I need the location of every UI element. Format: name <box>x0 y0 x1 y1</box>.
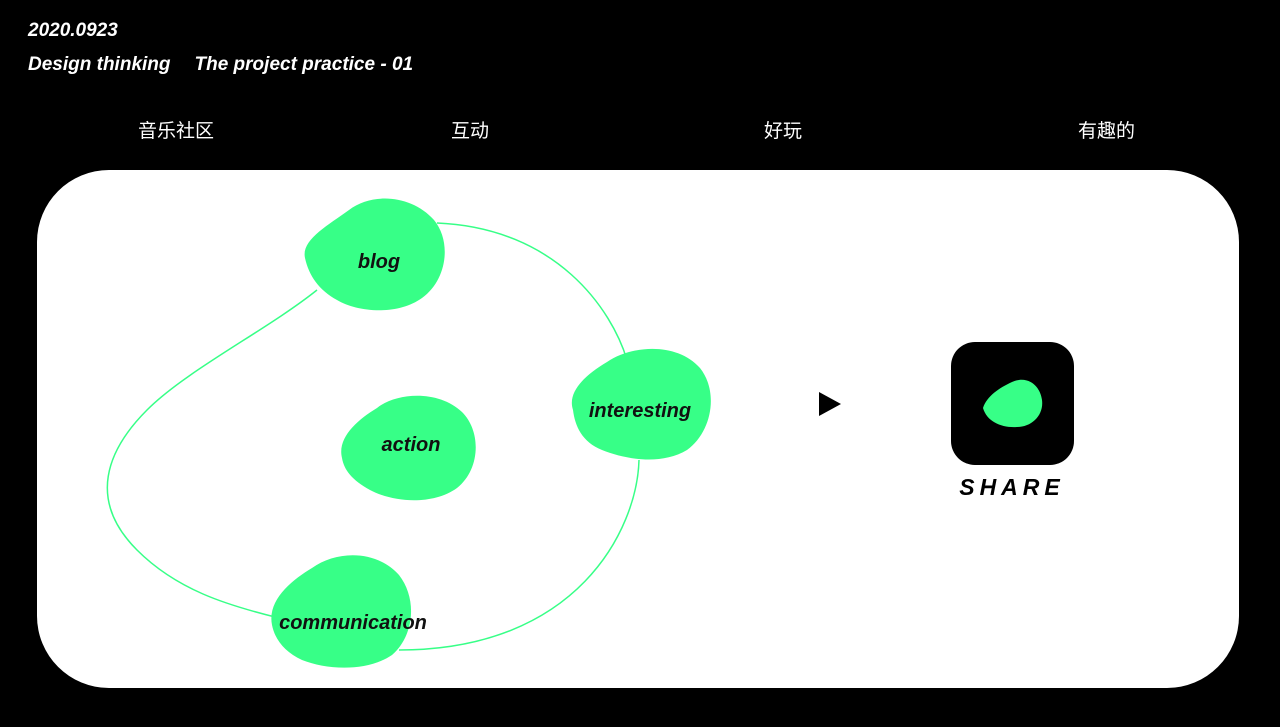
node-label-action: action <box>382 434 441 456</box>
node-communication: communication <box>271 555 427 668</box>
diagram-panel: blog interesting action communication SH… <box>37 170 1239 688</box>
keyword-interaction: 互动 <box>451 120 490 142</box>
node-label-blog: blog <box>358 251 400 273</box>
keyword-row: 音乐社区 互动 好玩 有趣的 <box>0 118 1280 144</box>
title-design-thinking: Design thinking <box>28 54 171 75</box>
title-project-practice: The project practice - 01 <box>194 54 414 75</box>
share-label: SHARE <box>959 474 1065 500</box>
blob-shape <box>341 395 476 501</box>
app-icon-blob <box>983 379 1043 428</box>
node-blog: blog <box>304 198 445 311</box>
keyword-music-community: 音乐社区 <box>138 120 215 142</box>
diagram-canvas: blog interesting action communication SH… <box>106 198 1074 668</box>
play-triangle-icon <box>819 392 841 416</box>
node-label-interesting: interesting <box>589 400 691 422</box>
node-label-communication: communication <box>279 612 427 634</box>
blob-shape <box>271 555 412 668</box>
keyword-interesting: 有趣的 <box>1078 120 1136 142</box>
subtitle: Design thinking The project practice - 01 <box>28 54 413 76</box>
date-label: 2020.0923 <box>28 20 118 41</box>
blob-shape <box>571 348 711 460</box>
keyword-fun: 好玩 <box>764 120 803 142</box>
connection-line <box>106 222 640 651</box>
blob-shape <box>304 198 445 311</box>
app-icon <box>951 342 1074 465</box>
node-interesting: interesting <box>571 348 711 460</box>
node-action: action <box>341 395 476 501</box>
